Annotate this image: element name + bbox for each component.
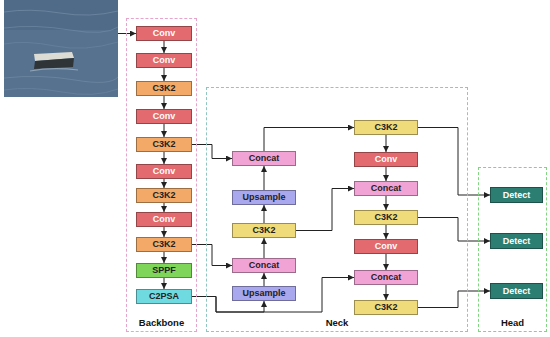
group-frame: HeadDetectDetectDetect	[478, 167, 547, 332]
flow-arrow	[264, 238, 265, 258]
flow-arrow	[164, 124, 165, 137]
flow-arrow	[386, 285, 387, 300]
layer-label: SPPF	[152, 266, 176, 275]
layer-label: C3K2	[152, 240, 175, 249]
flow-arrow	[418, 128, 490, 196]
flow-arrow	[164, 203, 165, 212]
flow-arrow	[192, 245, 232, 266]
flow-arrow	[164, 41, 165, 53]
layer-label: Upsample	[242, 193, 285, 202]
layer-box: C3K2	[232, 223, 296, 238]
layer-box: Concat	[232, 151, 296, 166]
layer-label: Concat	[249, 261, 280, 270]
flow-arrow	[386, 254, 387, 270]
group-frame: BackboneConvConvC3K2ConvC3K2ConvC3K2Conv…	[126, 18, 197, 332]
layer-box: C3K2	[354, 210, 418, 225]
layer-box: Detect	[490, 233, 543, 249]
layer-label: Detect	[503, 191, 531, 200]
layer-box: Conv	[354, 152, 418, 167]
flow-arrow	[386, 196, 387, 210]
layer-box: C2PSA	[136, 289, 192, 304]
flow-arrow	[386, 135, 387, 152]
layer-box: Conv	[136, 109, 192, 124]
layer-box: Conv	[136, 164, 192, 179]
layer-box: Detect	[490, 187, 543, 203]
flow-arrow	[386, 167, 387, 181]
layer-label: Detect	[503, 237, 531, 246]
layer-label: Conv	[153, 29, 176, 38]
layer-box: C3K2	[354, 300, 418, 315]
flow-arrow	[164, 278, 165, 289]
layer-label: Conv	[153, 215, 176, 224]
layer-box: Concat	[232, 258, 296, 273]
flow-arrow	[164, 179, 165, 188]
flow-arrow	[418, 291, 490, 308]
layer-box: Upsample	[232, 286, 296, 301]
layer-label: C3K2	[374, 303, 397, 312]
flow-arrow	[164, 227, 165, 237]
layer-label: Conv	[153, 167, 176, 176]
flow-arrow	[164, 152, 165, 164]
layer-label: Detect	[503, 287, 531, 296]
input-photo	[4, 0, 118, 97]
group-label: Neck	[207, 317, 467, 328]
layer-label: C3K2	[374, 213, 397, 222]
layer-box: Conv	[136, 212, 192, 227]
layer-box: Detect	[490, 283, 543, 299]
layer-box: Conv	[136, 53, 192, 68]
flow-arrow	[192, 145, 232, 159]
group-frame: NeckConcatUpsampleC3K2ConcatUpsampleC3K2…	[206, 87, 468, 332]
layer-box: C3K2	[136, 237, 192, 252]
layer-box: Upsample	[232, 190, 296, 205]
flow-arrow	[264, 128, 354, 152]
flow-arrow	[418, 218, 490, 242]
layer-label: C3K2	[374, 123, 397, 132]
layer-box: SPPF	[136, 263, 192, 278]
layer-label: C3K2	[152, 191, 175, 200]
layer-label: C3K2	[252, 226, 275, 235]
flow-arrow	[296, 189, 354, 231]
layer-box: C3K2	[136, 81, 192, 96]
input-arrow	[118, 33, 136, 34]
flow-arrow	[264, 166, 265, 190]
flow-arrow	[386, 225, 387, 239]
layer-box: C3K2	[136, 188, 192, 203]
flow-arrow	[164, 252, 165, 263]
layer-box: C3K2	[136, 137, 192, 152]
flow-arrow	[164, 96, 165, 109]
layer-box: Conv	[354, 239, 418, 254]
flow-arrow	[192, 278, 354, 313]
flow-arrow	[164, 68, 165, 81]
layer-label: Concat	[249, 154, 280, 163]
layer-box: Concat	[354, 181, 418, 196]
layer-label: Conv	[153, 56, 176, 65]
layer-box: C3K2	[354, 120, 418, 135]
layer-label: Conv	[375, 242, 398, 251]
flow-arrow	[264, 205, 265, 223]
layer-label: Upsample	[242, 289, 285, 298]
layer-box: Conv	[136, 26, 192, 41]
flow-arrow	[264, 273, 265, 286]
layer-label: C2PSA	[149, 292, 179, 301]
layer-label: Conv	[153, 112, 176, 121]
layer-label: Concat	[371, 184, 402, 193]
layer-label: Concat	[371, 273, 402, 282]
layer-label: C3K2	[152, 140, 175, 149]
group-label: Backbone	[127, 317, 196, 328]
group-label: Head	[479, 317, 546, 328]
layer-label: Conv	[375, 155, 398, 164]
layer-label: C3K2	[152, 84, 175, 93]
layer-box: Concat	[354, 270, 418, 285]
